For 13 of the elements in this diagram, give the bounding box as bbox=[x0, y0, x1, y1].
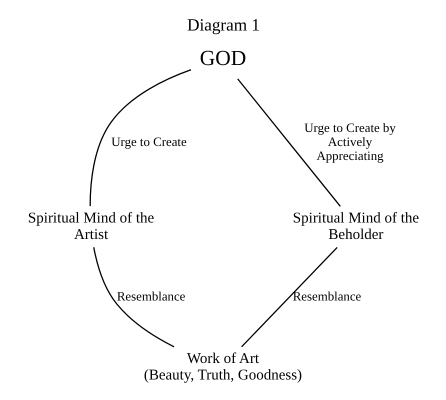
connector bbox=[240, 246, 338, 348]
connector bbox=[236, 78, 340, 207]
node-text: Spiritual Mind of the Beholder bbox=[292, 210, 419, 243]
connector bbox=[92, 247, 174, 348]
edge-label: Urge to Create bbox=[110, 134, 186, 149]
node-text: Spiritual Mind of the Artist bbox=[27, 210, 154, 243]
node-text: GOD bbox=[199, 46, 246, 70]
edge-label: Resemblance bbox=[292, 289, 361, 304]
edge-label: Urge to Create by Actively Appreciating bbox=[304, 121, 396, 163]
connector bbox=[89, 69, 191, 206]
diagram-title: Diagram 1 bbox=[186, 15, 260, 34]
node-text: Work of Art (Beauty, Truth, Goodness) bbox=[143, 351, 302, 384]
edge-label: Resemblance bbox=[116, 289, 185, 304]
